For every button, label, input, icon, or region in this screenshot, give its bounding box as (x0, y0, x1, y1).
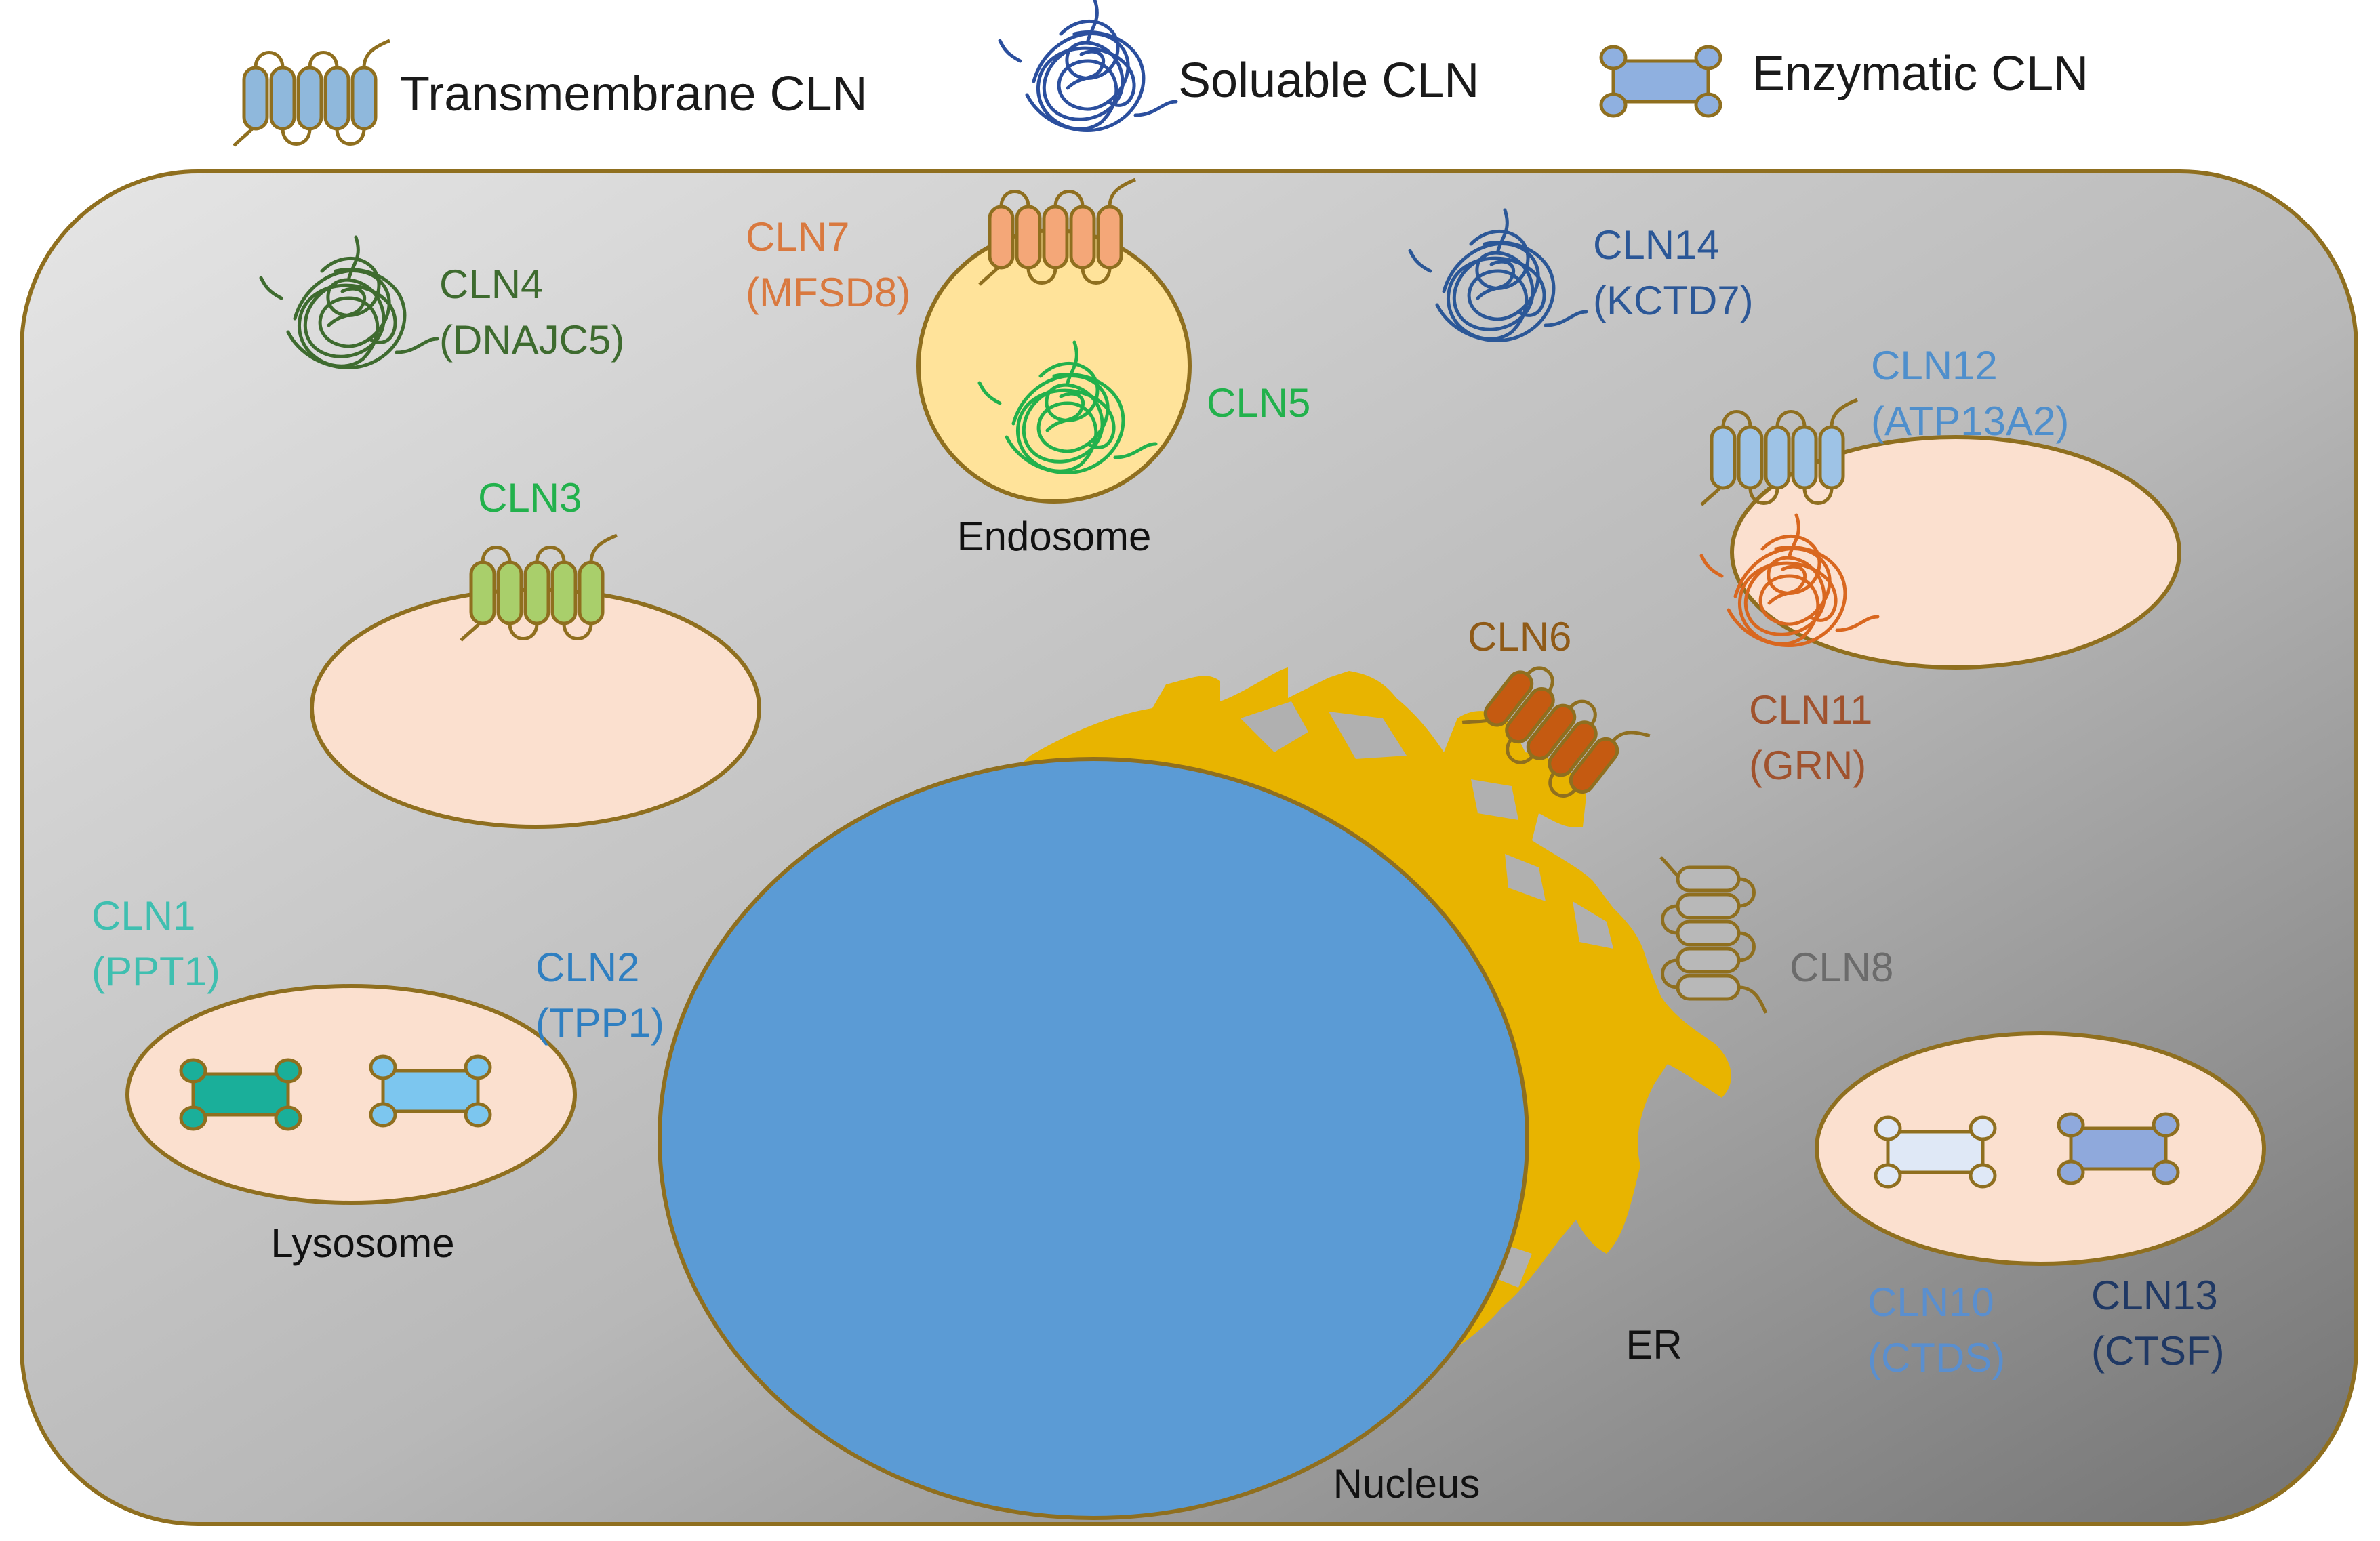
er-label: ER (1626, 1322, 1682, 1368)
vesicle-cln10-cln13 (1815, 1031, 2266, 1266)
legend-soluble-label: Soluable CLN (1178, 54, 1479, 108)
endosome-label: Endosome (957, 514, 1152, 559)
legend: Transmembrane CLN Soluable CLN Enzymatic… (234, 0, 2089, 146)
cln4-label-line2: (DNAJC5) (439, 317, 624, 363)
nucleus (658, 757, 1529, 1520)
legend-enzymatic-label: Enzymatic CLN (1752, 47, 2089, 101)
cln13-label-line1: CLN13 (2091, 1273, 2218, 1318)
legend-transmembrane-label: Transmembrane CLN (400, 67, 868, 121)
cln4-label-line1: CLN4 (439, 262, 543, 307)
cln11-label-line2: (GRN) (1749, 743, 1866, 788)
cln2-label-line1: CLN2 (536, 945, 639, 990)
cln14-label-line1: CLN14 (1593, 222, 1720, 268)
cln5-label-line1: CLN5 (1207, 380, 1310, 426)
cln11-label-line1: CLN11 (1749, 687, 1872, 733)
legend-soluble-icon (1000, 0, 1176, 131)
cln14-label-line2: (KCTD7) (1593, 278, 1754, 323)
legend-enzymatic-icon (1601, 47, 1720, 116)
protein-labels: CLN4 (DNAJC5) CLN7 (MFSD8) CLN5 CLN14 (KCTD7) C… (92, 214, 2225, 1380)
cln2-label-line2: (TPP1) (536, 1000, 664, 1046)
cln7-label-line2: (MFSD8) (746, 270, 910, 315)
cln13-label-line2: (CTSF) (2091, 1328, 2225, 1374)
lysosome (125, 984, 577, 1205)
cln12-label-line2: (ATP13A2) (1871, 398, 2069, 444)
cln10-label-line1: CLN10 (1868, 1279, 1994, 1325)
cln8-label-line1: CLN8 (1790, 945, 1893, 990)
cln12-label-line1: CLN12 (1871, 343, 1998, 388)
cln10-label-line2: (CTDS) (1868, 1335, 2005, 1380)
cln1-label-line1: CLN1 (92, 893, 195, 939)
legend-transmembrane-icon (234, 41, 390, 146)
nucleus-label: Nucleus (1333, 1461, 1480, 1506)
cln6-label-line1: CLN6 (1468, 614, 1571, 659)
cln3-label-line1: CLN3 (478, 475, 582, 520)
lysosome-label: Lysosome (270, 1220, 454, 1266)
cln7-label-line1: CLN7 (746, 214, 849, 260)
cln1-label-line2: (PPT1) (92, 949, 220, 994)
